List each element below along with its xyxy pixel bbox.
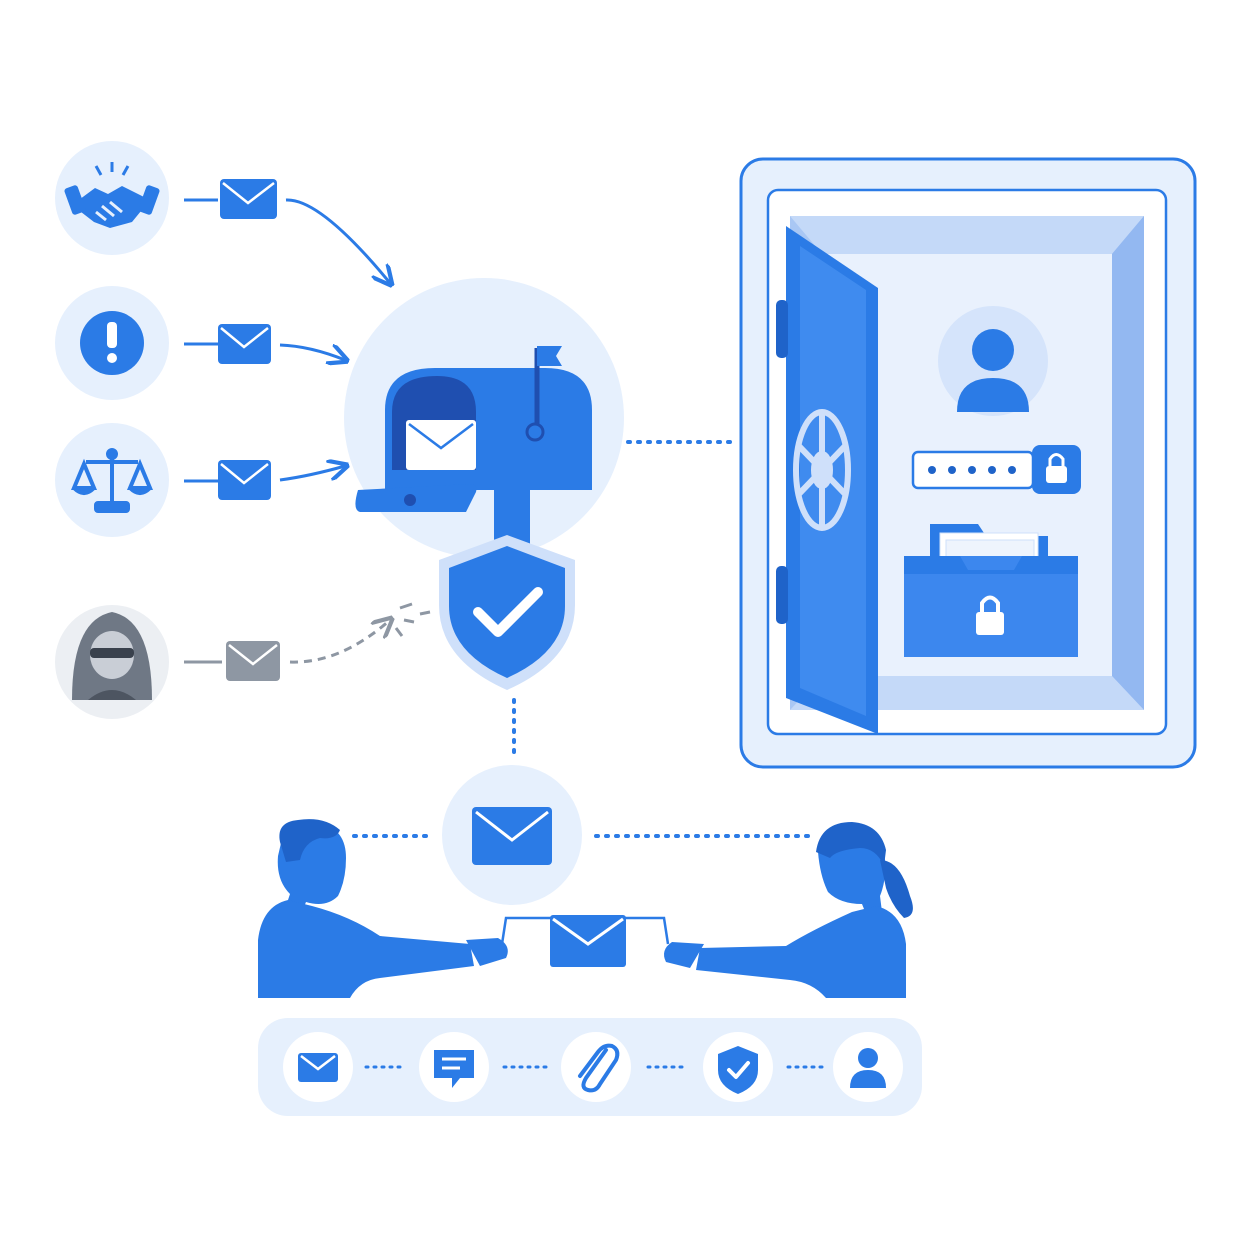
exclamation-icon bbox=[80, 311, 144, 375]
exchange-envelope bbox=[500, 915, 670, 967]
hacker-icon bbox=[72, 612, 152, 700]
envelope-icon bbox=[220, 179, 277, 219]
shield-check-icon bbox=[718, 1046, 758, 1094]
vault-safe bbox=[739, 157, 1197, 769]
handshake-icon bbox=[64, 162, 160, 228]
shield-check-icon bbox=[439, 535, 575, 690]
user-avatar-icon bbox=[938, 306, 1048, 416]
sender-flow-1 bbox=[184, 179, 390, 283]
safe-door bbox=[776, 226, 878, 734]
locked-folder-icon bbox=[904, 524, 1078, 657]
chat-icon bbox=[434, 1050, 474, 1088]
feature-attachment[interactable] bbox=[561, 1032, 631, 1102]
mailbox-icon bbox=[355, 346, 592, 570]
envelope-icon bbox=[226, 641, 280, 681]
sender-flow-3 bbox=[184, 460, 345, 500]
sender-trusted-handshake bbox=[55, 141, 169, 255]
password-field bbox=[911, 445, 1081, 494]
mailbox-hub bbox=[344, 278, 624, 690]
sender-blocked-hacker bbox=[55, 605, 169, 719]
sender-flow-blocked bbox=[184, 602, 431, 681]
sender-flow-2 bbox=[184, 324, 345, 364]
paperclip-icon bbox=[578, 1043, 620, 1093]
center-envelope-badge bbox=[442, 765, 582, 905]
blocked-burst bbox=[394, 602, 431, 637]
woman-icon bbox=[664, 822, 913, 998]
envelope-icon bbox=[218, 324, 271, 364]
exchange-scene bbox=[258, 765, 913, 998]
envelope-icon bbox=[550, 915, 626, 967]
feature-chat[interactable] bbox=[419, 1032, 489, 1102]
letter-icon bbox=[406, 420, 476, 470]
man-icon bbox=[258, 819, 508, 998]
envelope-icon bbox=[472, 807, 552, 865]
envelope-icon bbox=[298, 1053, 338, 1082]
sender-trusted-legal bbox=[55, 423, 169, 537]
dial-wheel-icon bbox=[793, 409, 851, 531]
sender-trusted-alert bbox=[55, 286, 169, 400]
user-icon bbox=[850, 1048, 886, 1088]
scales-icon bbox=[71, 448, 153, 513]
feature-user[interactable] bbox=[833, 1032, 903, 1102]
feature-email[interactable] bbox=[283, 1032, 353, 1102]
feature-bar bbox=[258, 1018, 922, 1116]
envelope-icon bbox=[218, 460, 271, 500]
password-mask: ••••• bbox=[1000, 455, 1110, 481]
feature-security[interactable] bbox=[703, 1032, 773, 1102]
lock-icon bbox=[1032, 445, 1081, 494]
